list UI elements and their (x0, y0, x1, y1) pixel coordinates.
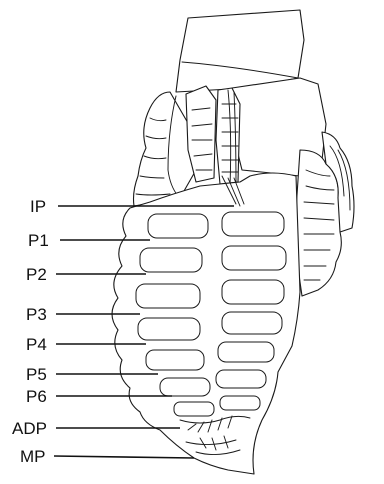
label-p6: P6 (26, 387, 47, 406)
labels: IP P1 P2 P3 P4 P5 P6 ADP MP (12, 197, 49, 466)
leader-mp (54, 456, 194, 458)
main-body (112, 173, 300, 474)
label-mp: MP (20, 447, 46, 466)
label-p1: P1 (28, 231, 49, 250)
label-p4: P4 (26, 335, 47, 354)
label-adp: ADP (12, 419, 47, 438)
label-p5: P5 (26, 365, 47, 384)
right-flank (294, 132, 354, 296)
label-ip: IP (30, 197, 46, 216)
label-p2: P2 (26, 265, 47, 284)
label-p3: P3 (26, 305, 47, 324)
inner-ridges (186, 86, 240, 186)
